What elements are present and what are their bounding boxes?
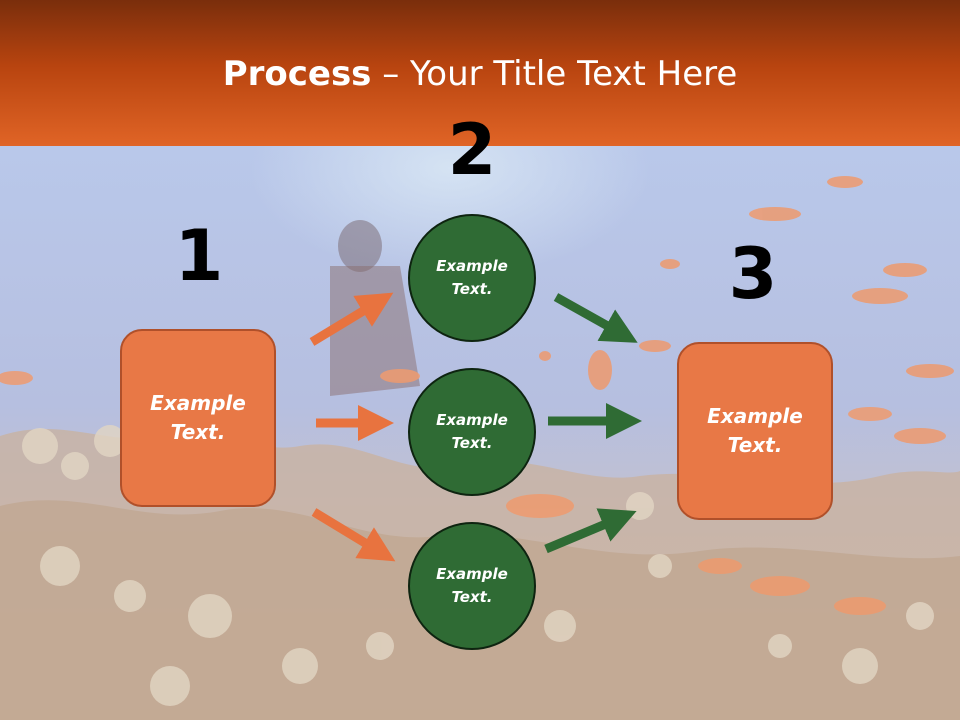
- circle-middle-label: Example Text.: [436, 411, 508, 452]
- step-2-circle-top: Example Text.: [408, 214, 536, 342]
- step-number-2: 2: [447, 109, 497, 191]
- step-2-circle-bottom: Example Text.: [408, 522, 536, 650]
- step-number-1: 1: [174, 215, 224, 297]
- step-2-circle-middle: Example Text.: [408, 368, 536, 496]
- circle-top-label: Example Text.: [436, 257, 508, 298]
- slide-title: Process – Your Title Text Here: [0, 52, 960, 96]
- title-bold-part: Process: [222, 54, 372, 94]
- step-1-label: Example Text.: [150, 391, 246, 444]
- circle-bottom-label: Example Text.: [436, 565, 508, 606]
- title-rest-part: – Your Title Text Here: [371, 54, 738, 94]
- step-3-label: Example Text.: [707, 404, 803, 457]
- step-number-3: 3: [728, 233, 778, 315]
- title-banner: Process – Your Title Text Here: [0, 0, 960, 146]
- step-3-box: Example Text.: [677, 342, 833, 520]
- step-1-box: Example Text.: [120, 329, 276, 507]
